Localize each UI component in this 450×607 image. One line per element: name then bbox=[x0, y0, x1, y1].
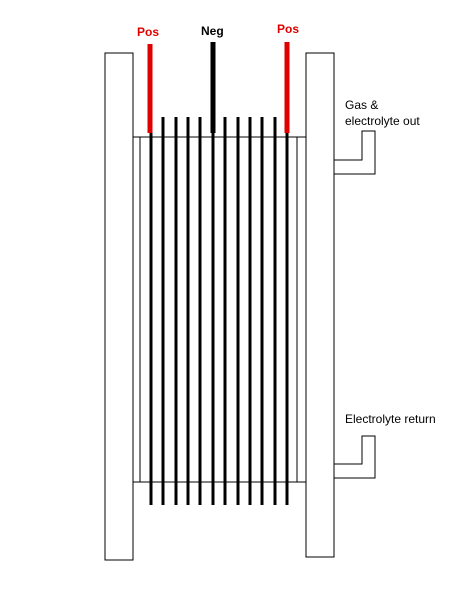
outlet-label-line1: Gas & bbox=[345, 98, 378, 112]
pos-left-label: Pos bbox=[137, 25, 159, 39]
neg-label: Neg bbox=[201, 24, 224, 38]
right-end-plate bbox=[305, 52, 335, 558]
electrolyte-return-pipe bbox=[334, 435, 376, 479]
left-end-plate bbox=[104, 52, 134, 561]
pos-right-label: Pos bbox=[277, 22, 299, 36]
electrode-plates bbox=[149, 117, 289, 505]
return-label: Electrolyte return bbox=[345, 412, 436, 426]
gas-electrolyte-outlet-pipe bbox=[334, 130, 376, 175]
housing-inner-lines bbox=[139, 137, 298, 482]
outlet-label-line2: electrolyte out bbox=[345, 114, 420, 128]
